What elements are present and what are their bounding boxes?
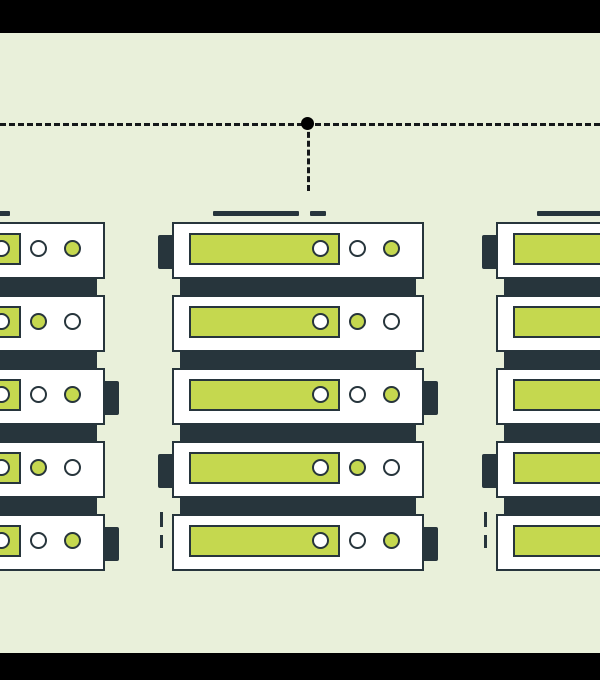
server-unit-4[interactable] (158, 441, 424, 498)
unit-handle-right[interactable] (422, 381, 438, 415)
unit-led-2-off (64, 313, 81, 330)
unit-handle-left[interactable] (158, 454, 174, 488)
unit-led-2-off (383, 313, 400, 330)
server-unit-2[interactable] (496, 295, 600, 352)
server-unit-1[interactable] (482, 222, 600, 279)
server-unit-2[interactable] (172, 295, 424, 352)
server-unit-4[interactable] (482, 441, 600, 498)
unit-status-panel (513, 379, 600, 411)
floor-tick-upper-right (484, 512, 487, 527)
network-hub-node (301, 117, 314, 130)
unit-power-indicator (0, 312, 10, 330)
unit-power-indicator (0, 385, 10, 403)
unit-led-1-on (30, 459, 47, 476)
unit-led-1-on (349, 313, 366, 330)
server-unit-3[interactable] (0, 368, 119, 425)
unit-led-1-off (349, 532, 366, 549)
unit-status-panel (0, 452, 21, 484)
unit-led-2-on (64, 532, 81, 549)
unit-status-panel (189, 452, 340, 484)
server-unit-3[interactable] (172, 368, 438, 425)
unit-power-indicator (312, 312, 329, 330)
unit-power-indicator (312, 385, 329, 403)
network-drop-line (307, 123, 310, 191)
floor-tick-lower (160, 535, 163, 548)
unit-status-panel (0, 306, 21, 338)
unit-led-1-off (349, 386, 366, 403)
unit-led-1-off (349, 240, 366, 257)
unit-led-1-on (349, 459, 366, 476)
rack-center-main[interactable] (158, 33, 438, 653)
rack-top-rail-long (537, 211, 600, 216)
server-unit-1[interactable] (158, 222, 424, 279)
server-unit-3[interactable] (496, 368, 600, 425)
unit-status-panel (513, 452, 600, 484)
unit-status-panel (0, 233, 21, 265)
unit-status-panel (513, 233, 600, 265)
unit-led-2-on (383, 240, 400, 257)
unit-status-panel (189, 306, 340, 338)
rack-left-partial[interactable] (0, 33, 119, 653)
network-trunk-line (0, 123, 600, 126)
unit-status-panel (189, 379, 340, 411)
unit-handle-left[interactable] (158, 235, 174, 269)
server-unit-1[interactable] (0, 222, 105, 279)
unit-led-1-off (30, 386, 47, 403)
unit-led-2-on (383, 532, 400, 549)
unit-led-2-on (64, 386, 81, 403)
unit-status-panel (513, 525, 600, 557)
unit-power-indicator (0, 239, 10, 257)
unit-led-1-off (30, 240, 47, 257)
unit-led-1-on (30, 313, 47, 330)
unit-handle-left[interactable] (482, 454, 498, 488)
illustration-canvas (0, 33, 600, 653)
unit-led-1-off (30, 532, 47, 549)
unit-status-panel (0, 525, 21, 557)
unit-status-panel (189, 525, 340, 557)
server-unit-5[interactable] (496, 514, 600, 571)
unit-led-2-on (383, 386, 400, 403)
rack-top-rail-long (0, 211, 10, 216)
unit-power-indicator (312, 531, 329, 549)
unit-status-panel (513, 306, 600, 338)
rack-top-rail-long (213, 211, 299, 216)
server-unit-2[interactable] (0, 295, 105, 352)
unit-power-indicator (312, 239, 329, 257)
letterbox-top-bar (0, 0, 600, 33)
server-unit-5[interactable] (0, 514, 119, 571)
unit-power-indicator (0, 531, 10, 549)
unit-led-2-off (383, 459, 400, 476)
server-unit-4[interactable] (0, 441, 105, 498)
unit-power-indicator (0, 458, 10, 476)
unit-led-2-off (64, 459, 81, 476)
unit-handle-right[interactable] (422, 527, 438, 561)
unit-led-2-on (64, 240, 81, 257)
unit-power-indicator (312, 458, 329, 476)
unit-handle-right[interactable] (103, 381, 119, 415)
unit-handle-right[interactable] (103, 527, 119, 561)
unit-handle-left[interactable] (482, 235, 498, 269)
unit-status-panel (0, 379, 21, 411)
letterbox-bottom-bar (0, 653, 600, 680)
unit-status-panel (189, 233, 340, 265)
floor-tick-upper (160, 512, 163, 527)
rack-top-rail-short (310, 211, 326, 216)
floor-tick-lower-right (484, 535, 487, 548)
rack-right-partial[interactable] (482, 33, 600, 653)
server-unit-5[interactable] (172, 514, 438, 571)
